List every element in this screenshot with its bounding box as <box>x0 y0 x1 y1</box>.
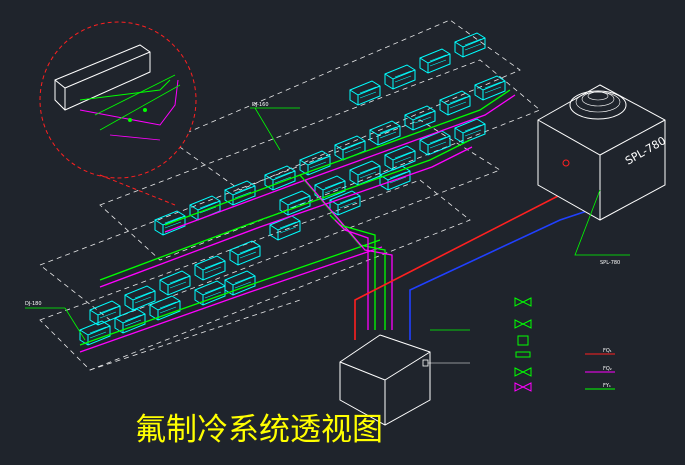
evaporator-unit-detail <box>309 156 327 169</box>
gas-pipe-run-3 <box>79 246 383 353</box>
evaporator-unit-detail <box>344 141 362 154</box>
evaporator-unit-detail <box>239 246 257 259</box>
evaporator-unit-detail <box>164 216 182 229</box>
evaporator-unit-detail <box>394 70 412 83</box>
legend: FQ₁ FQ₂ FY₁ <box>514 297 615 392</box>
evaporator-unit-detail <box>204 261 222 274</box>
spl-callout-label: SPL-780 <box>600 260 620 266</box>
evaporator-unit-detail <box>289 196 307 209</box>
gas-riser <box>304 179 393 330</box>
evaporator-unit-icon <box>349 80 381 106</box>
evaporator-unit-detail <box>429 136 447 149</box>
evaporator-unit-detail <box>279 221 297 234</box>
evaporator-unit-detail <box>89 326 107 339</box>
valve-icon <box>514 367 532 377</box>
detail-magnifier <box>39 21 197 206</box>
gas-pipe-run-1 <box>164 94 516 233</box>
evaporator-unit-detail <box>379 126 397 139</box>
evaporator-unit-detail <box>464 38 482 51</box>
evaporator-unit-icon <box>79 320 111 346</box>
evaporator-unit-icon <box>454 32 486 58</box>
diagram-title: 氟制冷系统透视图 <box>135 412 383 448</box>
strainer-icon <box>517 335 529 346</box>
evaporator-unit-detail <box>429 54 447 67</box>
dj180-label: DJ-180 <box>25 301 42 307</box>
evaporator-unit-detail <box>274 171 292 184</box>
evaporator-unit-icon <box>384 145 416 171</box>
evaporator-unit-detail <box>124 314 142 327</box>
evaporator-unit-detail <box>389 171 407 184</box>
dj160-label: DJ-160 <box>252 102 269 108</box>
evaporator-unit-icon <box>419 48 451 74</box>
legend-fy: FY₁ <box>603 383 611 389</box>
distribution-box <box>339 329 470 426</box>
fan-icon <box>569 90 627 120</box>
evaporator-unit-icon <box>404 105 436 131</box>
evaporator-unit-detail <box>204 286 222 299</box>
pipe-fitting-icon <box>515 351 531 358</box>
dj160-callout: DJ-160 <box>250 102 300 151</box>
pipe-runs <box>79 89 591 353</box>
evaporator-unit-detail <box>99 306 117 319</box>
evaporator-unit-detail <box>359 86 377 99</box>
evaporator-unit-detail <box>414 111 432 124</box>
valve-icon <box>514 297 532 307</box>
evaporator-unit-detail <box>199 201 217 214</box>
evaporator-unit-icon <box>159 270 191 296</box>
evaporator-unit-icon <box>299 150 331 176</box>
gas-pipe-run-2 <box>99 146 473 288</box>
blue-pipe <box>409 209 591 340</box>
evaporator-unit-icon <box>149 295 181 321</box>
evaporator-unit-icon <box>124 285 156 311</box>
evaporator-unit-detail <box>464 124 482 137</box>
evaporator-unit-icon <box>194 280 226 306</box>
liquid-pipe-run-2 <box>99 139 471 281</box>
evaporator-unit-icon <box>194 255 226 281</box>
evaporator-unit-icon <box>439 90 471 116</box>
condensing-unit: SPL-780 <box>537 84 668 221</box>
liquid-pipe-run-3 <box>79 239 381 346</box>
evaporator-unit-detail <box>449 96 467 109</box>
evaporator-unit-icon <box>474 75 506 101</box>
evaporator-unit-detail <box>339 196 357 209</box>
evaporator-unit-detail <box>169 276 187 289</box>
room-outlines <box>39 19 541 371</box>
evaporator-unit-icon <box>154 210 186 236</box>
evaporator-unit-icon <box>229 240 261 266</box>
evaporator-unit-icon <box>384 64 416 90</box>
liquid-pipe-run-1 <box>164 89 511 226</box>
spl-callout: SPL-780 <box>574 189 630 266</box>
evaporator-unit-detail <box>484 81 502 94</box>
valve-icon <box>514 319 532 329</box>
evaporator-unit-icon <box>454 118 486 144</box>
dj180-callout: DJ-180 <box>25 301 86 341</box>
evaporator-unit-icon <box>369 120 401 146</box>
evaporator-unit-detail <box>359 166 377 179</box>
evaporator-unit-detail <box>394 151 412 164</box>
legend-fq-gas: FQ₂ <box>603 366 612 372</box>
evaporator-unit-detail <box>159 301 177 314</box>
valve-icon <box>514 382 532 392</box>
evaporator-unit-detail <box>134 291 152 304</box>
gas-riser-2 <box>334 219 369 330</box>
evaporator-unit-icon <box>114 308 146 334</box>
evaporator-units <box>79 32 506 346</box>
evaporator-unit-detail <box>234 186 252 199</box>
evaporator-unit-detail <box>324 181 342 194</box>
evaporator-unit-detail <box>234 276 252 289</box>
legend-fq-liquid: FQ₁ <box>603 348 612 354</box>
